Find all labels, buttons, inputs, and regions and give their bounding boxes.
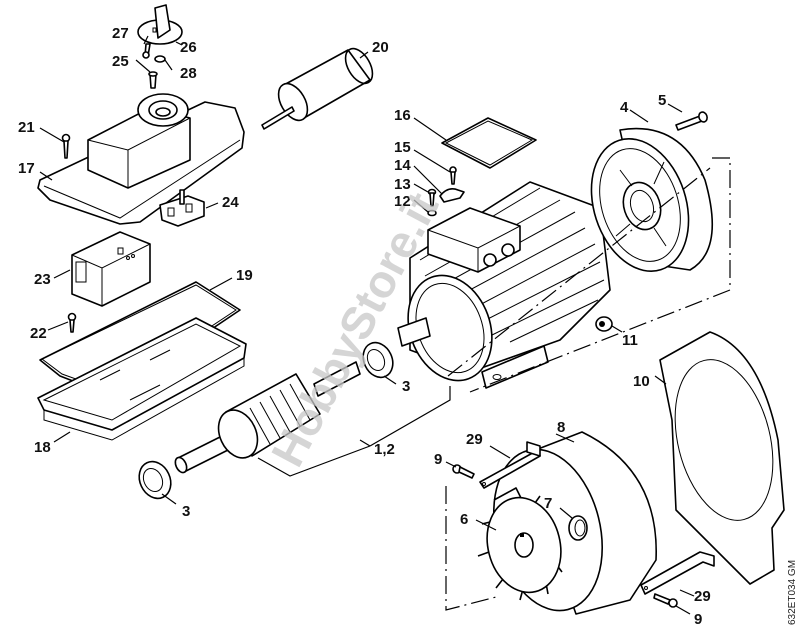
- terminal-box-gasket: [441, 117, 537, 169]
- washer: [427, 209, 437, 217]
- callout-26: 26: [180, 39, 197, 56]
- callout-23: 23: [34, 271, 51, 288]
- callout-27: 27: [112, 25, 129, 42]
- callout-14: 14: [394, 157, 411, 174]
- clamp-screw: [449, 166, 457, 185]
- rotor: [174, 361, 361, 474]
- callout-18: 18: [34, 439, 51, 456]
- callout-28: 28: [180, 65, 197, 82]
- bracket-screw-upper: [452, 464, 475, 479]
- callout-21: 21: [18, 119, 35, 136]
- switch: [71, 231, 151, 307]
- o-ring: [154, 55, 166, 63]
- callout-22: 22: [30, 325, 47, 342]
- fan-wheel: [477, 487, 563, 601]
- terminal-strip: [159, 189, 205, 227]
- bracket-upper: [479, 441, 541, 489]
- switch-box-base: [37, 317, 247, 441]
- callout-1-2: 1,2: [374, 441, 395, 458]
- callout-5: 5: [658, 92, 666, 109]
- callout-20: 20: [372, 39, 389, 56]
- end-shield-screw: [675, 111, 708, 131]
- rotary-knob: [137, 4, 183, 45]
- callout-16: 16: [394, 107, 411, 124]
- callout-7: 7: [544, 495, 552, 512]
- callout-6: 6: [460, 511, 468, 528]
- cable-clamp: [439, 188, 465, 203]
- knob-pin: [142, 43, 151, 59]
- callout-8: 8: [557, 419, 565, 436]
- callout-9-upper: 9: [434, 451, 442, 468]
- callout-labels: 27 26 25 28 21 17 24 23 19 22 18 20 16 1…: [18, 25, 711, 628]
- motor-housing: [397, 181, 611, 389]
- drawing-code: 632ET034 GM: [787, 560, 798, 625]
- callout-25: 25: [112, 53, 129, 70]
- callout-4: 4: [620, 99, 629, 116]
- callout-10: 10: [633, 373, 650, 390]
- callout-3-rear: 3: [182, 503, 190, 520]
- callout-29-upper: 29: [466, 431, 483, 448]
- callout-11: 11: [622, 332, 638, 349]
- terminal-screw: [427, 188, 437, 207]
- base-screw: [67, 312, 77, 333]
- bracket-screw-lower: [653, 593, 678, 608]
- grommet: [595, 316, 613, 332]
- fan-hood-grommet: [568, 515, 588, 541]
- callout-3-front: 3: [402, 378, 410, 395]
- ball-bearing-rear: [138, 460, 172, 500]
- knob-screw: [148, 71, 158, 89]
- switch-box-cover: [37, 93, 245, 225]
- callout-9-lower: 9: [694, 611, 702, 628]
- callout-12: 12: [394, 193, 411, 210]
- callout-15: 15: [394, 139, 411, 156]
- callout-17: 17: [18, 160, 35, 177]
- leader-lines: [39, 35, 695, 615]
- callout-13: 13: [394, 176, 411, 193]
- ball-bearing-front: [362, 341, 394, 379]
- callout-24: 24: [222, 194, 239, 211]
- callout-19: 19: [236, 267, 253, 284]
- callout-29-lower: 29: [694, 588, 711, 605]
- end-shield: [590, 127, 714, 273]
- capacitor: [261, 47, 374, 130]
- cover-screw: [61, 133, 71, 159]
- mounting-plate: [659, 331, 785, 585]
- bracket-lower: [640, 551, 715, 595]
